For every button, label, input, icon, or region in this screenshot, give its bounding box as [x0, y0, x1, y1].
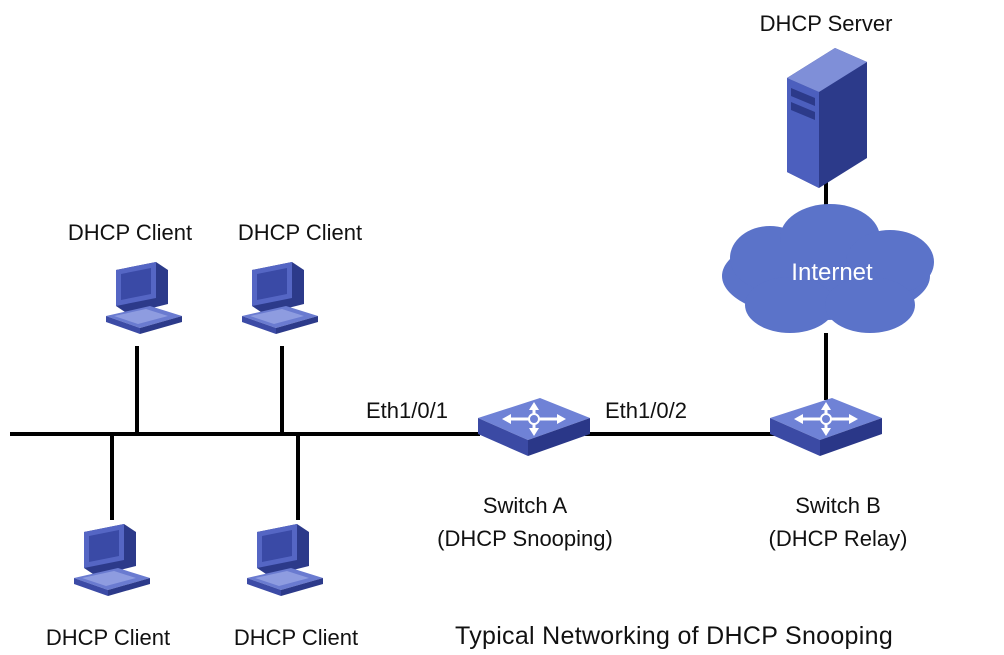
switch-a-name: Switch A: [482, 493, 568, 518]
cloud-icon: [722, 204, 934, 333]
switch-b-icon: [768, 396, 884, 458]
client-computer-4-icon: [247, 524, 323, 596]
switch-b-role: (DHCP Relay): [768, 526, 908, 551]
switch-a-icon: [476, 396, 592, 458]
client-2-label: DHCP Client: [237, 220, 363, 245]
port-eth1-0-1-label: Eth1/0/1: [366, 398, 448, 423]
diagram-caption: Typical Networking of DHCP Snooping: [455, 622, 894, 650]
dhcp-server-label: DHCP Server: [759, 11, 893, 36]
switch-b-name: Switch B: [795, 493, 881, 518]
server-tower-icon: [787, 48, 867, 188]
client-4-label: DHCP Client: [233, 625, 359, 650]
connection-lines: [10, 160, 828, 520]
client-computer-2-icon: [242, 262, 318, 334]
internet-label: Internet: [791, 259, 873, 286]
client-computer-1-icon: [106, 262, 182, 334]
client-computer-3-icon: [74, 524, 150, 596]
client-1-label: DHCP Client: [67, 220, 193, 245]
switch-a-role: (DHCP Snooping): [437, 526, 613, 551]
client-3-label: DHCP Client: [45, 625, 171, 650]
port-eth1-0-2-label: Eth1/0/2: [605, 398, 687, 423]
